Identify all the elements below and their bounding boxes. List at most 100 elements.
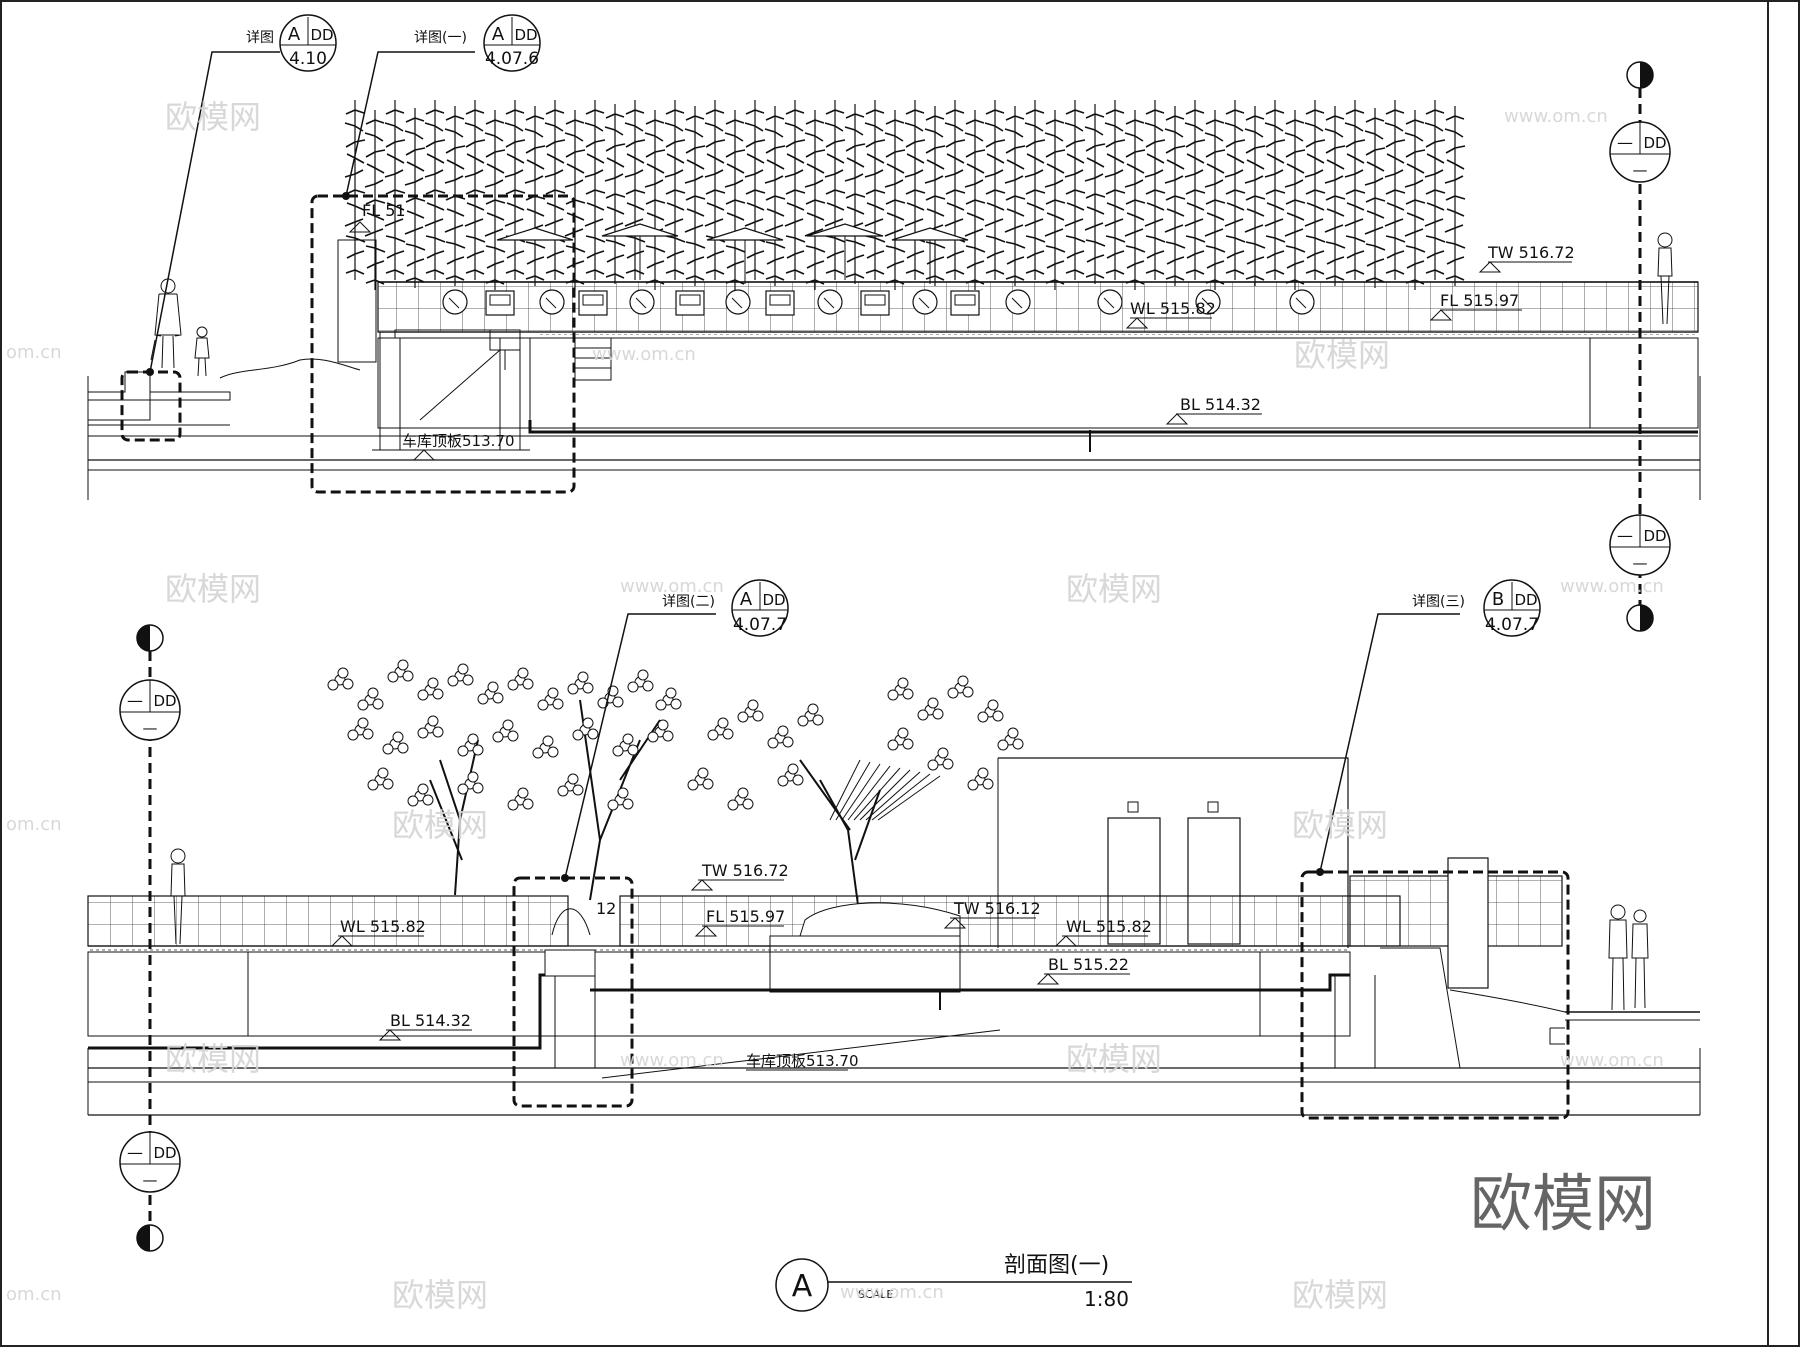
elev-bl: BL 514.32	[1166, 395, 1262, 425]
elev-planter: 12	[596, 899, 616, 918]
svg-text:—: —	[127, 691, 143, 710]
svg-text:om.cn: om.cn	[6, 814, 62, 835]
person-adult	[150, 278, 182, 369]
svg-text:欧模网: 欧模网	[392, 806, 488, 844]
detail-box-3	[512, 876, 634, 1108]
lower-section: 详图(二) A DD 4.07.7 详图(三) B DD 4.07.7 WL 5…	[87, 579, 1701, 1252]
elev-bl-right: BL 515.22	[1037, 955, 1130, 985]
svg-text:BL 515.22: BL 515.22	[1048, 955, 1129, 974]
svg-text:欧模网: 欧模网	[165, 98, 261, 136]
cut-line-lower: — DD — — DD —	[119, 624, 181, 1252]
cut-marker-lower-bottom: — DD —	[119, 1131, 181, 1193]
svg-text:www.om.cn: www.om.cn	[1560, 576, 1664, 597]
watermarks: 欧模网 欧模网 欧模网 欧模网 欧模网 欧模网 欧模网 欧模网 欧模网 欧模网 …	[6, 98, 1664, 1314]
svg-text:DD: DD	[153, 692, 176, 710]
tree-left	[327, 659, 682, 901]
svg-text:欧模网: 欧模网	[1294, 336, 1390, 374]
scale-value: 1:80	[1084, 1287, 1129, 1311]
elev-bl-left: BL 514.32	[379, 1011, 472, 1041]
elev-wl-right: WL 515.82	[1055, 917, 1152, 947]
svg-text:FL 515.97: FL 515.97	[1440, 291, 1519, 310]
title-text: 剖面图(一)	[1004, 1253, 1109, 1278]
svg-text:—: —	[1617, 526, 1633, 545]
section-label: A	[792, 1269, 813, 1304]
elev-garage-roof: 车库顶板513.70	[402, 432, 515, 461]
feature-wall	[1447, 857, 1489, 989]
svg-text:—: —	[143, 719, 158, 737]
svg-text:欧模网: 欧模网	[1066, 570, 1162, 608]
svg-text:—: —	[1633, 161, 1648, 179]
svg-text:12: 12	[596, 899, 616, 918]
svg-text:详图(二): 详图(二)	[662, 594, 715, 610]
svg-text:欧模网: 欧模网	[1292, 806, 1388, 844]
svg-text:TW 516.72: TW 516.72	[1487, 243, 1575, 262]
detail-box-1	[120, 370, 182, 442]
elev-wl: WL 515.82	[1126, 299, 1216, 329]
svg-text:欧模网: 欧模网	[1292, 1276, 1388, 1314]
tile-wall-lower	[619, 895, 1401, 947]
svg-text:DD: DD	[514, 26, 537, 44]
cut-marker-top: — DD —	[1609, 121, 1671, 183]
svg-text:om.cn: om.cn	[6, 342, 62, 363]
svg-text:B: B	[1492, 589, 1504, 610]
svg-text:WL 515.82: WL 515.82	[1066, 917, 1152, 936]
svg-text:详图(三): 详图(三)	[1412, 594, 1465, 610]
svg-text:www.om.cn: www.om.cn	[620, 576, 724, 597]
scale-label: SCALE	[858, 1288, 893, 1301]
svg-text:BL 514.32: BL 514.32	[1180, 395, 1261, 414]
svg-text:4.10: 4.10	[289, 49, 327, 69]
person-right	[1657, 232, 1673, 325]
upper-section: 详图 A DD 4.10 详图(一) A DD 4.07.6 FL 51 TW …	[87, 14, 1701, 632]
planter-wall	[337, 239, 377, 363]
elev-fl: FL 515.97	[695, 907, 785, 937]
svg-text:DD: DD	[153, 1144, 176, 1162]
svg-text:—: —	[1633, 554, 1648, 572]
elev-garage-roof-lower: 车库顶板513.70	[746, 1052, 859, 1071]
svg-text:—: —	[143, 1171, 158, 1189]
drawing-title: A 剖面图(一) SCALE 1:80	[775, 1253, 1132, 1312]
detail-box-2	[310, 194, 576, 494]
svg-text:TW 516.12: TW 516.12	[953, 899, 1041, 918]
svg-text:A: A	[288, 24, 301, 45]
svg-text:WL 515.82: WL 515.82	[1130, 299, 1216, 318]
elev-tw: TW 516.72	[1479, 243, 1575, 273]
svg-text:DD: DD	[1514, 591, 1537, 609]
brand-logo: 欧模网	[1470, 1167, 1656, 1240]
svg-text:欧模网: 欧模网	[1066, 1040, 1162, 1078]
svg-text:www.om.cn: www.om.cn	[1560, 1050, 1664, 1071]
svg-text:BL 514.32: BL 514.32	[390, 1011, 471, 1030]
cut-line-upper: — DD — — DD —	[1609, 61, 1671, 632]
people-lower-right	[1608, 904, 1649, 1011]
cut-marker-lower-top: — DD —	[119, 679, 181, 741]
svg-text:WL 515.82: WL 515.82	[340, 917, 426, 936]
svg-text:www.om.cn: www.om.cn	[1504, 106, 1608, 127]
svg-text:www.om.cn: www.om.cn	[592, 344, 696, 365]
svg-text:4.07.6: 4.07.6	[485, 49, 539, 69]
svg-text:FL 515.97: FL 515.97	[706, 907, 785, 926]
callout-detail-410: 详图 A DD 4.10	[246, 14, 337, 72]
callout-label: 详图	[246, 30, 274, 46]
elev-fl-right: FL 515.97	[1430, 291, 1522, 321]
svg-text:欧模网: 欧模网	[165, 570, 261, 608]
elev-wl-left: WL 515.82	[331, 917, 426, 947]
svg-text:DD: DD	[310, 26, 333, 44]
pool-ladder	[574, 337, 612, 381]
callout-label: 详图(一)	[414, 30, 467, 46]
elev-tw-right: TW 516.12	[944, 899, 1041, 929]
callout-detail-3: 详图(三) B DD 4.07.7	[1412, 579, 1541, 637]
svg-text:车库顶板513.70: 车库顶板513.70	[402, 432, 515, 450]
svg-text:A: A	[492, 24, 505, 45]
svg-text:4.07.7: 4.07.7	[733, 615, 787, 635]
svg-text:—: —	[127, 1143, 143, 1162]
cut-marker-bottom: — DD —	[1609, 514, 1671, 576]
svg-text:DD: DD	[1643, 134, 1666, 152]
svg-text:DD: DD	[1643, 527, 1666, 545]
svg-text:TW 516.72: TW 516.72	[701, 861, 789, 880]
callout-detail-4076: 详图(一) A DD 4.07.6	[414, 14, 541, 72]
svg-text:欧模网: 欧模网	[165, 1040, 261, 1078]
person-lower-left	[170, 848, 186, 945]
elev-tw-left: TW 516.72	[691, 861, 789, 891]
svg-text:—: —	[1617, 133, 1633, 152]
